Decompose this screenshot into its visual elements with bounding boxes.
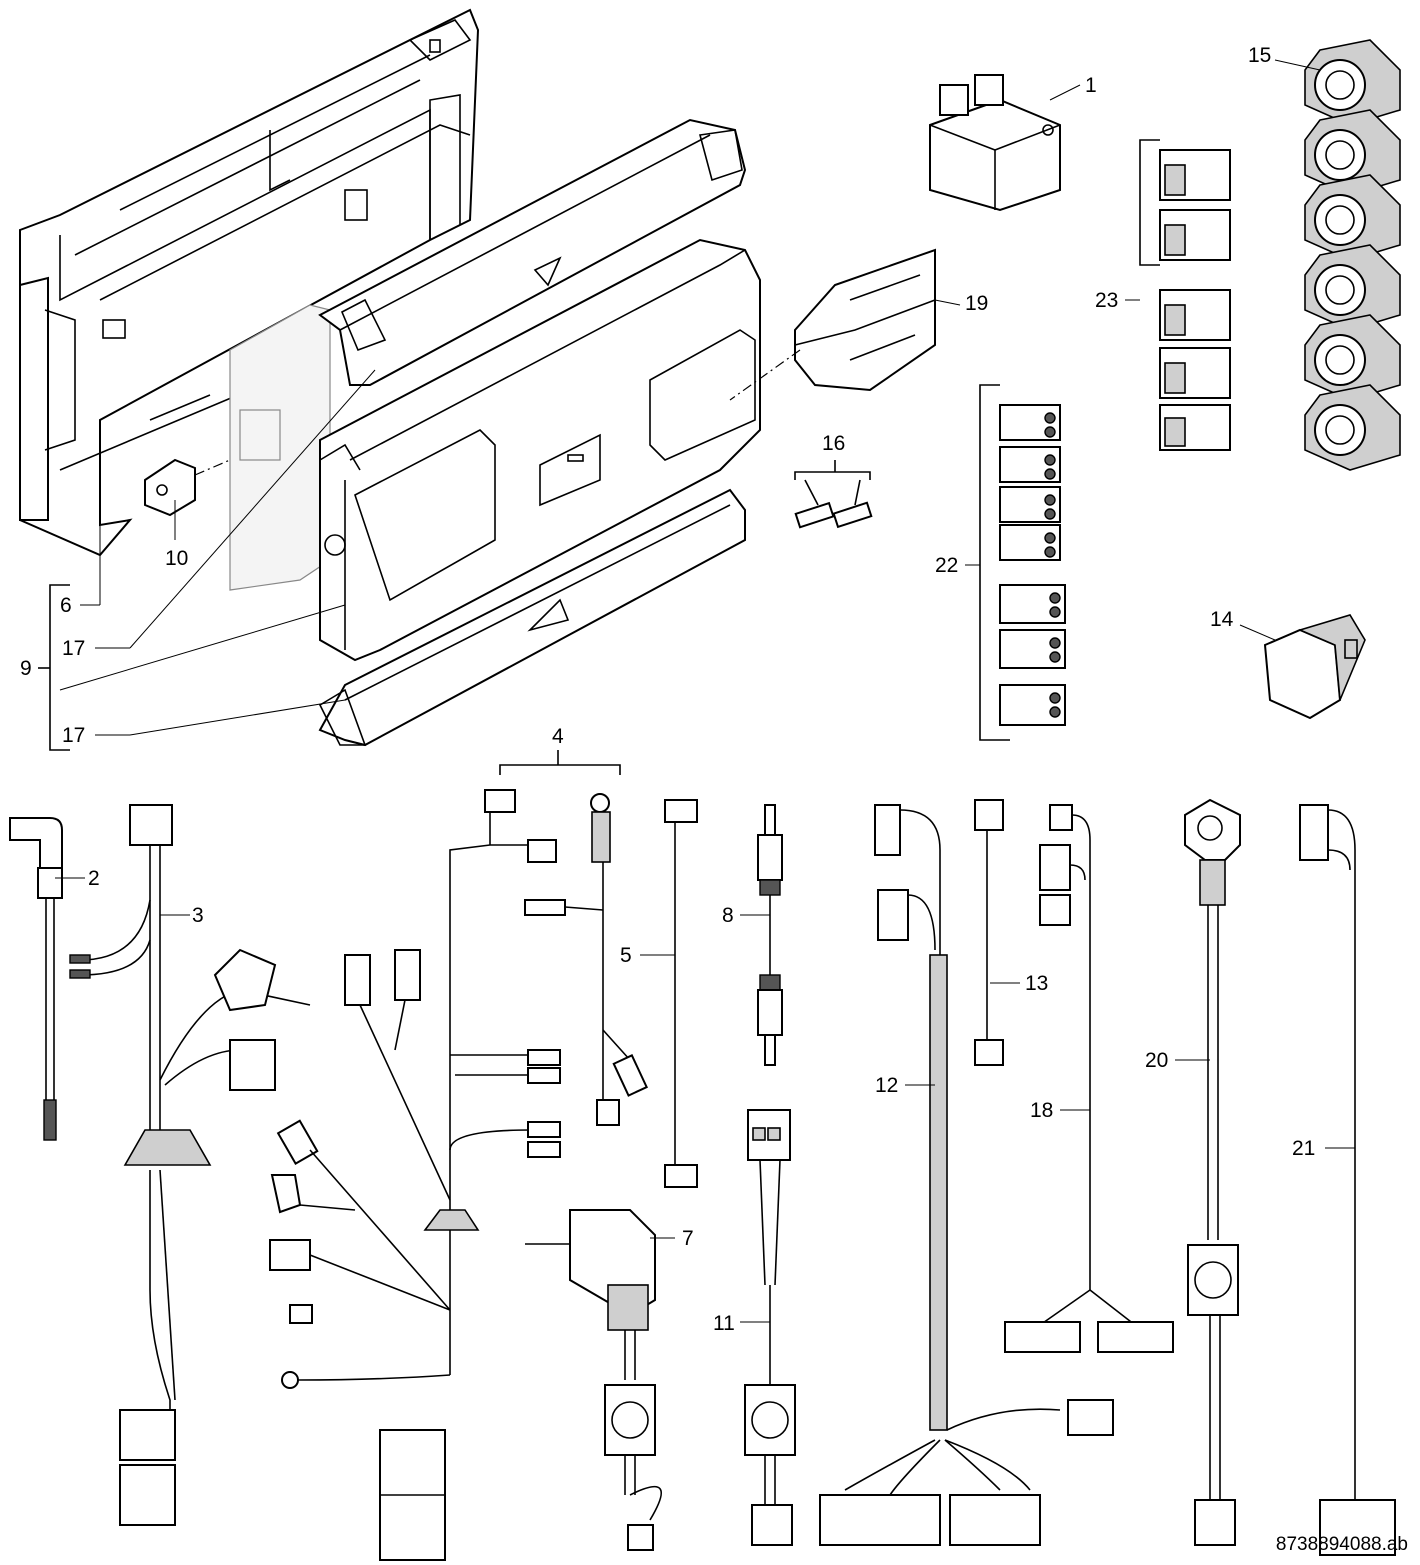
callout-21: 21: [1292, 1137, 1315, 1160]
callout-17-bottom: 17: [62, 724, 85, 747]
callout-15: 15: [1248, 44, 1271, 67]
callout-9: 9: [20, 657, 32, 680]
callout-3: 3: [192, 904, 204, 927]
callout-14: 14: [1210, 608, 1234, 631]
callout-20: 20: [1145, 1049, 1168, 1072]
ferrite-filter: [729, 248, 936, 401]
callout-8: 8: [722, 904, 734, 927]
fuses: [794, 460, 873, 529]
top-cover: [318, 118, 747, 386]
callout-16: 16: [822, 432, 845, 455]
callout-10: 10: [165, 547, 188, 570]
housing-back-frame: [19, 8, 480, 557]
rocker-switch: [1263, 614, 1366, 720]
cable-grommet-stack: [1304, 39, 1401, 471]
jumper-cable-13: [974, 799, 1004, 1066]
callout-2: 2: [88, 867, 100, 890]
mains-plug-cable: [525, 1209, 662, 1551]
callout-17-top: 17: [62, 637, 85, 660]
callout-23: 23: [1095, 289, 1118, 312]
callout-22: 22: [935, 554, 958, 577]
callout-18: 18: [1030, 1099, 1053, 1122]
drawing-code: 8738894088.ab: [1275, 1534, 1408, 1555]
callout-13: 13: [1025, 972, 1048, 995]
callout-6: 6: [60, 594, 72, 617]
control-unit-body: [319, 238, 761, 662]
terminal-block-set-22: [979, 384, 1066, 741]
callout-4: 4: [552, 725, 564, 748]
callout-12: 12: [875, 1074, 898, 1097]
wiring-harness-12: [819, 804, 1114, 1546]
jack-cable-8: [757, 804, 783, 1066]
bracket-4: [499, 750, 621, 775]
callout-labels: 1 2 3 4 5 6 7 8 9 10 11 12 13 14 15 16 1…: [20, 44, 1315, 1335]
control-pcb-outline: [229, 304, 331, 591]
callout-7: 7: [682, 1227, 694, 1250]
sensor-cable-11: [744, 1109, 796, 1546]
jumper-cable-5: [664, 799, 698, 1188]
callout-19: 19: [965, 292, 988, 315]
callout-5: 5: [620, 944, 632, 967]
leader-lines: [55, 59, 1355, 1323]
wiring-harness-18: [1004, 804, 1174, 1353]
terminal-block-set-23: [1139, 139, 1231, 451]
temperature-probe: [9, 817, 63, 1141]
group-bracket-9: [38, 584, 70, 751]
callout-11: 11: [713, 1312, 735, 1335]
wiring-harness-4: [269, 789, 648, 1561]
pump-cable-20: [1184, 798, 1241, 1546]
ribbon-cable-21: [1299, 804, 1396, 1556]
relay-block: [929, 74, 1061, 212]
mounting-clip: [144, 458, 231, 517]
bottom-cover: [318, 488, 746, 747]
wiring-harness-3: [69, 804, 311, 1526]
callout-1: 1: [1085, 74, 1097, 97]
